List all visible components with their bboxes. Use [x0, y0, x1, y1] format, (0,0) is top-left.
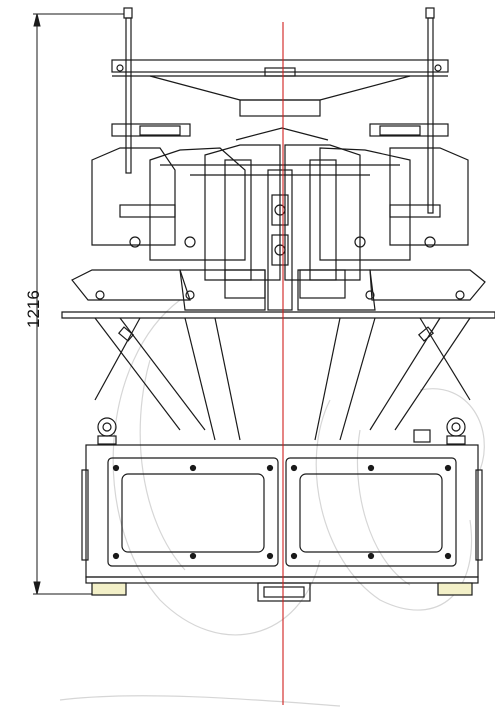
top-feed-cone	[111, 59, 449, 117]
support-frame	[94, 317, 471, 441]
center-mechanism	[267, 169, 293, 311]
right-support-post	[425, 7, 435, 214]
weigh-hopper-row	[71, 236, 486, 311]
right-lifting-eye	[413, 417, 466, 445]
hopper-row	[91, 144, 469, 281]
height-dimension	[33, 13, 130, 595]
watermark	[59, 299, 485, 707]
collecting-flange	[61, 311, 495, 319]
upper-bracket	[111, 123, 449, 141]
left-support-post	[123, 7, 133, 174]
height-dimension-label: 1216	[24, 290, 43, 328]
left-lifting-eye	[97, 417, 117, 445]
base-body	[81, 444, 483, 578]
discharge-outlet	[257, 582, 311, 602]
